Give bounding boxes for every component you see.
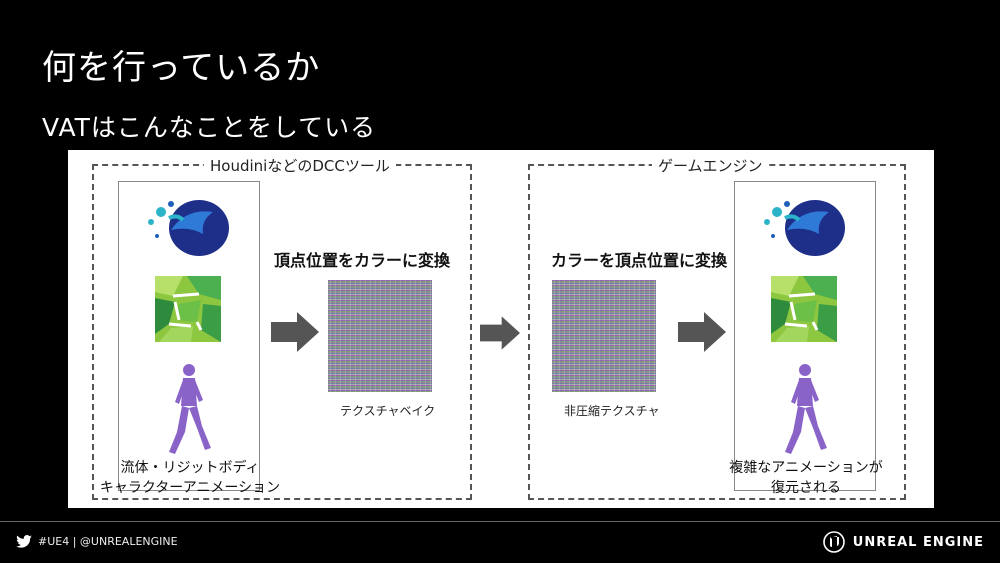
dcc-tool-box-label: HoudiniなどのDCCツール [204, 155, 396, 176]
step1-texture-caption: テクスチャベイク [340, 404, 436, 418]
arrow-right-icon [480, 316, 520, 350]
baked-texture [328, 280, 432, 392]
slide-title: 何を行っているか [42, 48, 321, 88]
source-animation-box: 流体・リジットボディ キャラクターアニメーション [100, 181, 280, 496]
footer-social: #UE4 | @UNREALENGINE [16, 535, 178, 548]
footer-brand: UNREAL ENGINE [822, 531, 984, 553]
diagram-panel: HoudiniなどのDCCツール [68, 150, 934, 508]
fluid-splash-icon [764, 200, 845, 256]
character-icon [169, 364, 211, 454]
footer-brand-text: UNREAL ENGINE [852, 534, 984, 550]
footer-divider [0, 521, 1000, 522]
slide-subtitle: VATはこんなことをしている [42, 113, 377, 142]
restored-caption-line2: 復元される [771, 480, 841, 496]
restored-caption-line1: 複雑なアニメーションが [729, 460, 883, 476]
arrow-right-icon [678, 312, 726, 352]
dcc-tool-box: HoudiniなどのDCCツール [92, 155, 472, 500]
footer-social-text: #UE4 | @UNREALENGINE [38, 535, 178, 548]
rigid-body-icon [155, 276, 221, 342]
rigid-body-icon [771, 276, 837, 342]
source-caption-line2: キャラクターアニメーション [99, 480, 281, 496]
twitter-icon [16, 535, 32, 548]
step2-heading: カラーを頂点位置に変換 [551, 251, 728, 270]
character-icon [785, 364, 827, 454]
source-caption-line1: 流体・リジットボディ [120, 460, 260, 476]
source-caption: 流体・リジットボディ キャラクターアニメーション [99, 458, 281, 498]
arrow-right-icon [271, 312, 319, 352]
fluid-splash-icon [148, 200, 229, 256]
step1-heading: 頂点位置をカラーに変換 [274, 251, 451, 270]
game-engine-box: ゲームエンジン [528, 155, 906, 500]
unreal-logo-icon [822, 531, 845, 553]
restored-caption: 複雑なアニメーションが 復元される [725, 458, 887, 498]
step2-texture-caption: 非圧縮テクスチャ [564, 404, 660, 418]
restored-animation-box: 複雑なアニメーションが 復元される [729, 181, 883, 496]
game-engine-box-label: ゲームエンジン [652, 155, 769, 176]
uncompressed-texture [552, 280, 656, 392]
